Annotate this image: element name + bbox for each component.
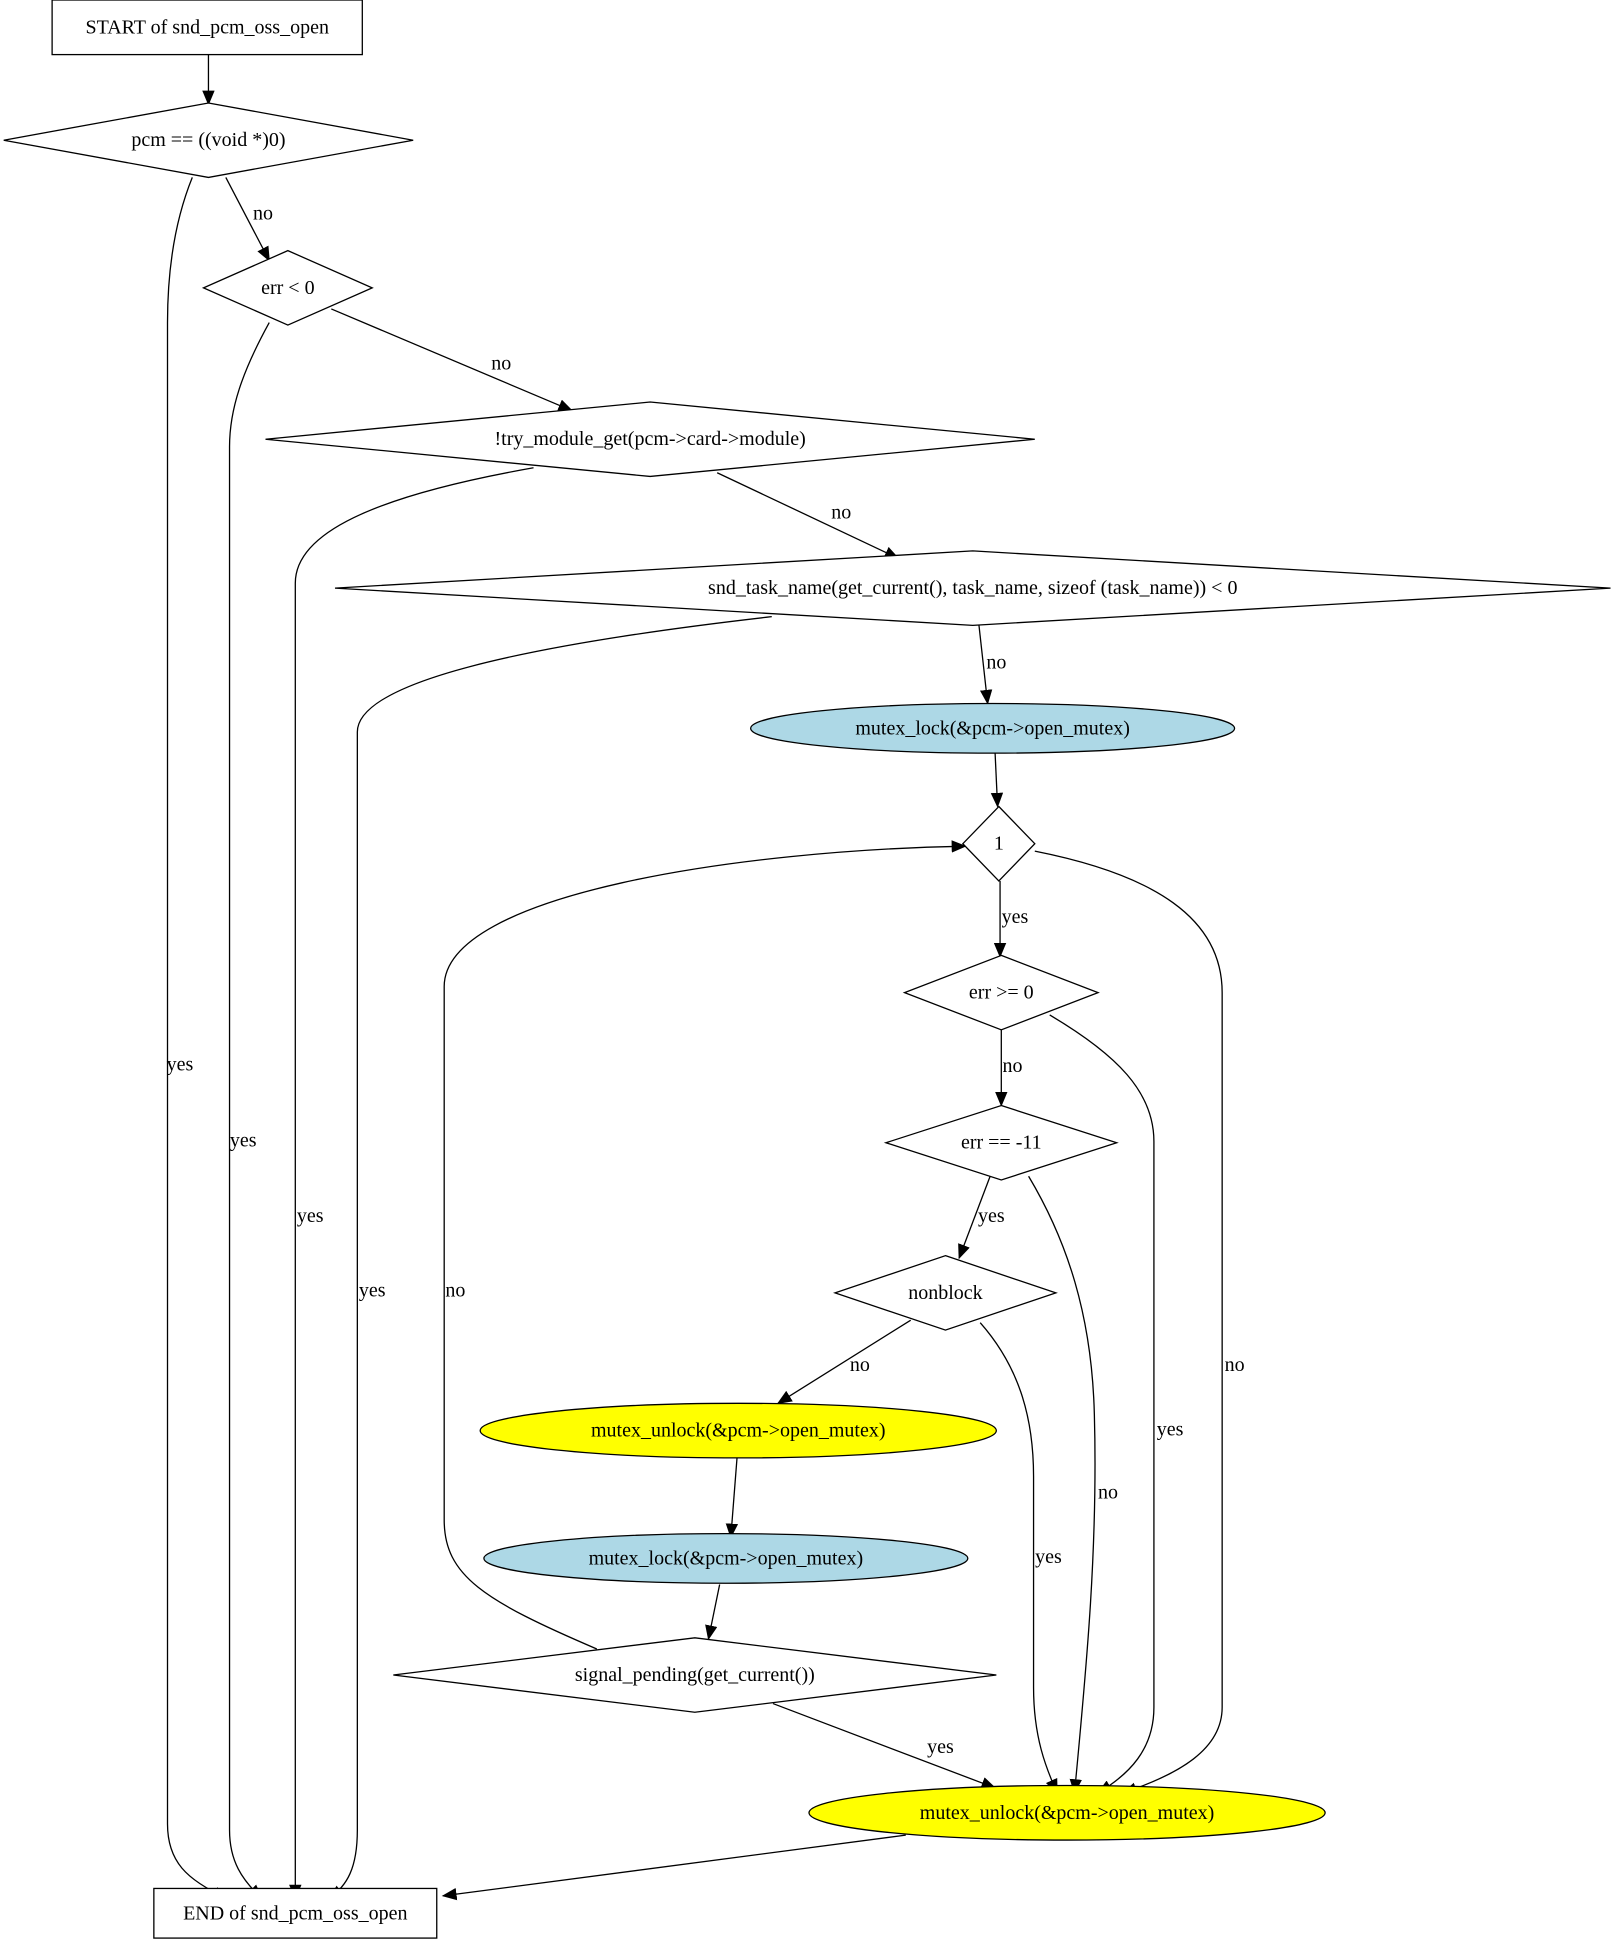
edge-label-d_err11-to-d_nonblock: yes xyxy=(978,1205,1005,1227)
d-task-label: snd_task_name(get_current(), task_name, … xyxy=(708,577,1237,599)
edge-label-d_try-to-end: yes xyxy=(297,1205,324,1227)
edge-unlock1-to-lock2 xyxy=(725,1458,739,1539)
edge-label-d_pcm-to-d_err0: no xyxy=(253,202,273,224)
edge-d_signal-to-d_one xyxy=(444,840,967,1649)
edge-d_err0-to-end xyxy=(230,323,270,1900)
unlock2-label: mutex_unlock(&pcm->open_mutex) xyxy=(920,1802,1215,1824)
edge-label-d_task-to-lock1: no xyxy=(986,652,1006,674)
edge-d_nonblock-to-unlock1 xyxy=(776,1320,911,1403)
unlock1-shape xyxy=(479,1402,997,1459)
edge-label-d_task-to-end: yes xyxy=(359,1279,386,1301)
node-start: START of snd_pcm_oss_open xyxy=(51,0,363,56)
d-err11-shape xyxy=(883,1104,1119,1181)
node-end: END of snd_pcm_oss_open xyxy=(153,1887,438,1939)
unlock1-label: mutex_unlock(&pcm->open_mutex) xyxy=(591,1420,886,1442)
edge-label-d_signal-to-unlock2: yes xyxy=(927,1736,954,1758)
edge-label-d_pcm-to-end: yes xyxy=(167,1054,194,1076)
edge-d_signal-to-unlock2 xyxy=(773,1704,997,1789)
edges-layer xyxy=(168,55,1223,1901)
d-err0-shape xyxy=(201,249,374,326)
edge-labels-layer: no yes no yes no yes no yes yes no no yes yes no no yes… xyxy=(167,202,1245,1758)
d-errge-shape xyxy=(902,954,1100,1031)
d-err0-label: err < 0 xyxy=(261,277,314,299)
edge-label-d_signal-to-d_one: no xyxy=(445,1279,465,1301)
start-shape xyxy=(51,0,363,56)
node-lock1: mutex_lock(&pcm->open_mutex) xyxy=(750,702,1236,754)
edge-d_err11-to-unlock2 xyxy=(1029,1176,1095,1795)
edge-label-d_one-to-d_errge: yes xyxy=(1002,906,1029,928)
edge-unlock2-to-end xyxy=(441,1835,906,1901)
end-label: END of snd_pcm_oss_open xyxy=(183,1902,407,1924)
edge-lock2-to-d_signal xyxy=(705,1584,719,1641)
edge-d_task-to-end xyxy=(327,617,772,1900)
d-task-shape xyxy=(334,550,1611,626)
d-try-label: !try_module_get(pcm->card->module) xyxy=(494,428,805,450)
edge-d_err11-to-d_nonblock xyxy=(958,1176,990,1260)
edge-d_try-to-end xyxy=(289,468,533,1900)
d-pcm-shape xyxy=(3,102,414,179)
d-err11-label: err == -11 xyxy=(961,1132,1042,1154)
node-unlock1: mutex_unlock(&pcm->open_mutex) xyxy=(479,1402,997,1459)
lock2-label: mutex_lock(&pcm->open_mutex) xyxy=(589,1547,864,1569)
edge-label-d_one-to-unlock2: no xyxy=(1225,1354,1245,1376)
edge-label-d_errge-to-unlock2: yes xyxy=(1157,1418,1184,1440)
start-label: START of snd_pcm_oss_open xyxy=(85,16,329,38)
lock2-shape xyxy=(483,1532,969,1584)
d-signal-label: signal_pending(get_current()) xyxy=(575,1664,815,1686)
edge-d_pcm-to-d_err0 xyxy=(226,177,269,262)
d-errge-label: err >= 0 xyxy=(969,982,1034,1004)
node-unlock2: mutex_unlock(&pcm->open_mutex) xyxy=(808,1784,1326,1841)
edge-d_err0-to-d_try xyxy=(331,309,574,411)
d-try-shape xyxy=(265,401,1035,478)
lock1-shape xyxy=(750,702,1236,754)
d-nonblock-shape xyxy=(833,1254,1058,1331)
node-d-err11: err == -11 xyxy=(883,1104,1119,1181)
node-d-errge: err >= 0 xyxy=(902,954,1100,1031)
edge-d_errge-to-unlock2 xyxy=(1050,1015,1154,1793)
node-d-err0: err < 0 xyxy=(201,249,374,326)
d-one-label: 1 xyxy=(994,833,1004,855)
edge-label-d_err0-to-end: yes xyxy=(230,1129,257,1151)
node-d-try: !try_module_get(pcm->card->module) xyxy=(265,401,1035,478)
edge-d_task-to-lock1 xyxy=(979,625,993,705)
end-shape xyxy=(153,1887,438,1939)
node-d-signal: signal_pending(get_current()) xyxy=(393,1637,997,1713)
edge-label-d_try-to-d_task: no xyxy=(831,501,851,523)
lock1-label: mutex_lock(&pcm->open_mutex) xyxy=(855,717,1130,739)
node-d-task: snd_task_name(get_current(), task_name, … xyxy=(334,550,1611,626)
node-d-one: 1 xyxy=(961,805,1036,882)
d-signal-shape xyxy=(393,1637,997,1713)
d-nonblock-label: nonblock xyxy=(908,1282,982,1304)
edge-label-d_err0-to-d_try: no xyxy=(491,353,511,375)
node-d-pcm: pcm == ((void *)0) xyxy=(3,102,414,179)
edge-label-d_nonblock-to-unlock2: yes xyxy=(1035,1546,1062,1568)
node-d-nonblock: nonblock xyxy=(833,1254,1058,1331)
edge-label-d_errge-to-d_err11: no xyxy=(1002,1055,1022,1077)
edge-d_pcm-to-end xyxy=(168,177,229,1898)
edge-d_try-to-d_task xyxy=(717,473,900,559)
d-pcm-label: pcm == ((void *)0) xyxy=(131,129,285,151)
edge-label-d_nonblock-to-unlock1: no xyxy=(850,1354,870,1376)
d-one-shape xyxy=(961,805,1036,882)
edge-d_one-to-unlock2 xyxy=(1035,851,1222,1795)
edge-lock1-to-d_one xyxy=(990,753,1004,808)
unlock2-shape xyxy=(808,1784,1326,1841)
edge-label-d_err11-to-unlock2: no xyxy=(1098,1482,1118,1504)
node-lock2: mutex_lock(&pcm->open_mutex) xyxy=(483,1532,969,1584)
edge-d_nonblock-to-unlock2 xyxy=(980,1323,1057,1795)
